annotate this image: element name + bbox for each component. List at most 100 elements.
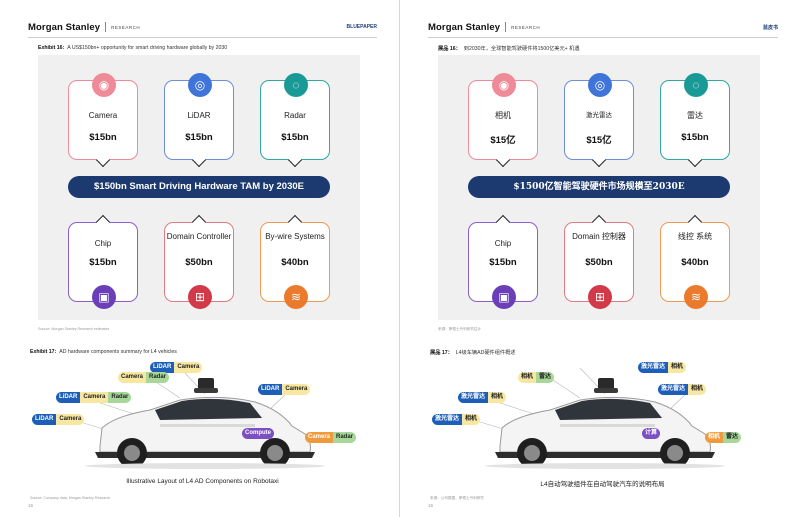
card-label: Domain Controller	[166, 232, 232, 241]
card-pointer	[591, 214, 607, 230]
card-pointer	[687, 152, 703, 168]
source-note: 来源：公司数据，摩根士丹利研究	[430, 496, 484, 500]
card-pointer	[495, 214, 511, 230]
tag-lidar-camera-right: 激光雷达相机	[658, 384, 707, 395]
card-label: 相机	[495, 111, 511, 120]
card-pointer	[287, 214, 303, 230]
bywire-icon: ≋	[284, 285, 308, 309]
card-value: $50bn	[585, 257, 613, 268]
exhibit-label: 展品 17：	[430, 350, 453, 356]
exhibit-caption: A US$150bn+ opportunity for smart drivin…	[67, 45, 228, 51]
card-chip: Chip $15bn ▣	[468, 214, 538, 309]
card-domain-controller: Domain 控制器 $50bn ⊞	[564, 214, 634, 309]
source-note: 来源：摩根士丹利研究估计	[438, 327, 482, 331]
exhibit-16-title: 展品 16：到2030年，全球智能驾驶硬件将1500亿美元+ 机遇	[438, 45, 580, 52]
card-bywire-systems: By-wire Systems $40bn ≋	[260, 214, 330, 309]
header-rule	[28, 37, 377, 38]
exhibit-label: 展品 16：	[438, 46, 461, 52]
card-label: Camera	[88, 111, 118, 120]
card-camera: ◉ Camera $15bn	[68, 73, 138, 168]
card-label: Chip	[94, 239, 112, 248]
hardware-tam-infographic: ◉ 相机 $15亿 ◎ 激光雷达 $15亿 ◌ 雷达 $15bn $1500亿智…	[438, 55, 760, 320]
exhibit-16-title: Exhibit 16:A US$150bn+ opportunity for s…	[38, 45, 227, 51]
bluepaper-tag: 蓝皮书	[762, 24, 778, 31]
card-pointer	[687, 214, 703, 230]
page-header: Morgan Stanley RESEARCH BLUEPAPER	[28, 18, 377, 36]
exhibit-17-title: 展品 17：L4级车辆AD硬件组件概述	[430, 349, 515, 356]
tag-camera-radar-rear: 相机雷达	[705, 432, 742, 443]
tag-lidar-camera-front: 激光雷达相机	[432, 414, 481, 425]
exhibit-caption: L4级车辆AD硬件组件概述	[455, 350, 516, 356]
card-radar: ◌ 雷达 $15bn	[660, 73, 730, 168]
lidar-icon: ◎	[588, 73, 612, 97]
tag-compute: Compute	[242, 428, 274, 439]
card-value: $40bn	[681, 257, 709, 268]
card-label: Radar	[284, 111, 306, 120]
card-label: Chip	[494, 239, 512, 248]
source-note: Source: Morgan Stanley Research estimate…	[38, 327, 110, 331]
card-camera: ◉ 相机 $15亿	[468, 73, 538, 168]
lidar-icon: ◎	[188, 73, 212, 97]
card-value: $15bn	[681, 132, 709, 143]
exhibit-caption: AD hardware components summary for L4 ve…	[59, 349, 177, 355]
hardware-tam-infographic: ◉ Camera $15bn ◎ LiDAR $15bn ◌ Radar $15…	[38, 55, 360, 320]
chip-icon: ▣	[92, 285, 116, 309]
robotaxi-car-illustration	[469, 367, 725, 469]
card-pointer	[591, 152, 607, 168]
card-label: By-wire Systems	[265, 232, 325, 241]
card-value: $15bn	[489, 257, 517, 268]
card-label: 雷达	[687, 111, 703, 120]
page-header: Morgan Stanley RESEARCH 蓝皮书	[428, 18, 778, 36]
radar-icon: ◌	[684, 73, 708, 97]
card-pointer	[95, 152, 111, 168]
card-pointer	[495, 152, 511, 168]
card-value: $50bn	[185, 257, 213, 268]
card-pointer	[191, 214, 207, 230]
tag-lidar-camera: 激光雷达相机	[638, 362, 687, 373]
card-label: 激光雷达	[586, 112, 612, 119]
card-value: $15亿	[490, 135, 516, 146]
card-value: $15bn	[185, 132, 213, 143]
header-rule	[428, 37, 778, 38]
card-pointer	[287, 152, 303, 168]
exhibit-17-title: Exhibit 17:AD hardware components summar…	[30, 349, 177, 355]
page-number: 16	[428, 503, 434, 508]
exhibit-label: Exhibit 16:	[38, 45, 65, 51]
card-value: $40bn	[281, 257, 309, 268]
header-divider	[105, 22, 107, 32]
page-number: 16	[28, 503, 34, 508]
card-pointer	[191, 152, 207, 168]
tam-banner: $1500亿智能驾驶硬件市场规模至2030E	[468, 176, 730, 198]
car-caption: L4自动驾驶组件在自动驾驶汽车的说明布局	[540, 481, 665, 488]
card-radar: ◌ Radar $15bn	[260, 73, 330, 168]
controller-icon: ⊞	[188, 285, 212, 309]
camera-icon: ◉	[492, 73, 516, 97]
card-bywire-systems: 线控 系统 $40bn ≋	[660, 214, 730, 309]
card-lidar: ◎ LiDAR $15bn	[164, 73, 234, 168]
card-label: 线控 系统	[677, 232, 713, 241]
card-value: $15bn	[89, 132, 117, 143]
camera-icon: ◉	[92, 73, 116, 97]
research-label: RESEARCH	[511, 24, 541, 30]
chip-icon: ▣	[492, 285, 516, 309]
exhibit-caption: 到2030年，全球智能驾驶硬件将1500亿美元+ 机遇	[463, 46, 580, 52]
research-label: RESEARCH	[111, 24, 141, 30]
card-label: Domain 控制器	[572, 232, 626, 241]
card-value: $15bn	[89, 257, 117, 268]
source-note: Source: Company data, Morgan Stanley Res…	[30, 496, 111, 500]
bywire-icon: ≋	[684, 285, 708, 309]
tag-lidar-camera-left: 激光雷达相机	[458, 392, 507, 403]
card-lidar: ◎ 激光雷达 $15亿	[564, 73, 634, 168]
robotaxi-diagram: 激光雷达相机 相机雷达 激光雷达相机 激光雷达相机 激光雷达相机 计算 相机雷达…	[430, 356, 775, 491]
tag-compute: 计算	[642, 428, 661, 439]
english-page: Morgan Stanley RESEARCH BLUEPAPER Exhibi…	[0, 0, 400, 517]
card-value: $15bn	[281, 132, 309, 143]
card-chip: Chip $15bn ▣	[68, 214, 138, 309]
